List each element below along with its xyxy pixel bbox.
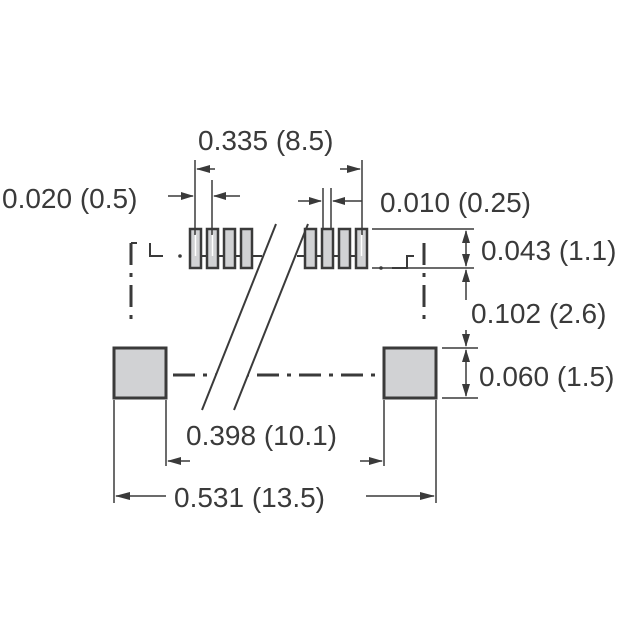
dim-pitch: 0.020 (0.5) — [2, 180, 240, 235]
dim-label-pin-length: 0.043 (1.1) — [481, 235, 616, 266]
dim-label-overall-width: 0.531 (13.5) — [174, 482, 325, 513]
dim-pin-length: 0.043 (1.1) — [372, 228, 616, 269]
dim-inner-pad-span: 0.398 (10.1) — [165, 400, 385, 466]
mounting-pad-left — [112, 346, 168, 400]
dim-pin-width: 0.010 (0.25) — [298, 187, 531, 230]
dim-label-pad-height: 0.060 (1.5) — [479, 361, 614, 392]
dim-label-pin-width: 0.010 (0.25) — [380, 187, 531, 218]
dim-label-inner-pad-span: 0.398 (10.1) — [186, 420, 337, 451]
break-lines — [201, 223, 309, 411]
signal-pins-right — [297, 227, 369, 270]
signal-pins-left — [188, 227, 262, 270]
dim-pin-to-pad: 0.102 (2.6) — [462, 269, 606, 347]
dim-pin-span: 0.335 (8.5) — [194, 125, 363, 235]
mounting-pad-right — [382, 346, 438, 400]
dim-overall-width: 0.531 (13.5) — [113, 400, 437, 513]
dim-label-pin-span: 0.335 (8.5) — [198, 125, 333, 156]
dim-label-pitch: 0.020 (0.5) — [2, 183, 137, 214]
dim-label-pin-to-pad: 0.102 (2.6) — [471, 298, 606, 329]
dim-pad-height: 0.060 (1.5) — [442, 347, 614, 399]
